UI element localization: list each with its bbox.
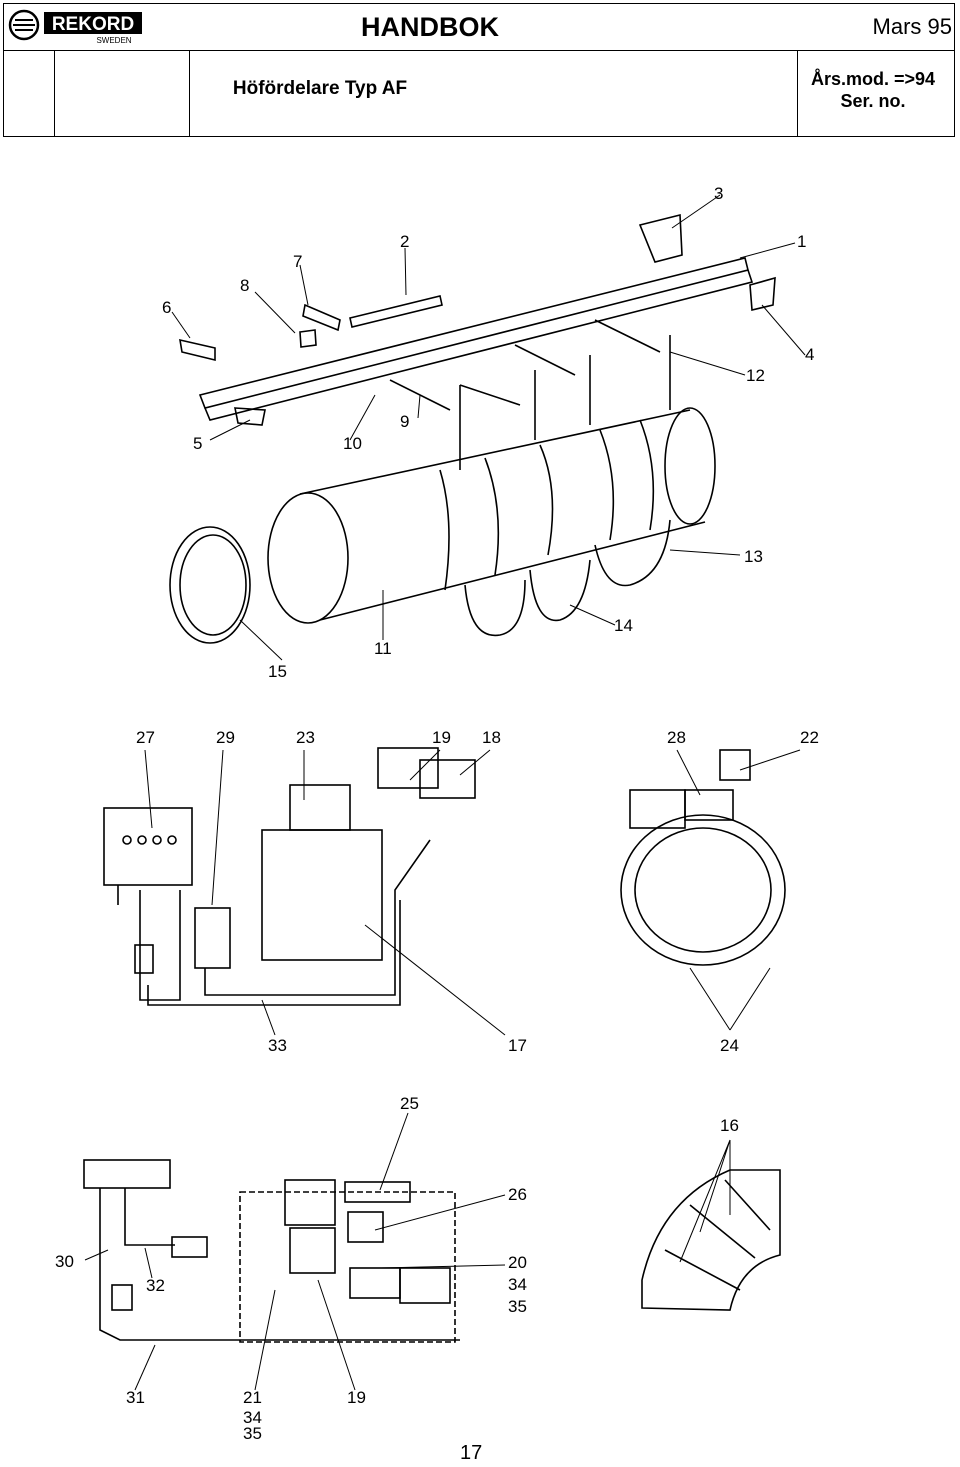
part-label: 2 (400, 232, 410, 251)
part-label: 18 (482, 728, 501, 747)
duct (267, 407, 716, 637)
part-label: 3 (714, 184, 724, 203)
part-label: 35 (243, 1424, 262, 1443)
serial-no: Ser. no. (840, 91, 906, 111)
part-label: 24 (720, 1036, 739, 1055)
part-label: 19 (347, 1388, 366, 1407)
part-label: 20 (508, 1253, 527, 1272)
part-label: 28 (667, 728, 686, 747)
part-label: 23 (296, 728, 315, 747)
model-year: Års.mod. =>94 (810, 69, 936, 89)
part-label: 13 (744, 547, 763, 566)
part-label: 6 (162, 298, 172, 317)
part-label: 22 (800, 728, 819, 747)
motor-wiring-diagram (83, 1159, 781, 1343)
header-column-divider (797, 50, 798, 136)
part-label: 19 (432, 728, 451, 747)
part-label: 34 (508, 1275, 527, 1294)
part-label: 33 (268, 1036, 287, 1055)
part-label: 27 (136, 728, 155, 747)
model-info: Års.mod. =>94 Ser. no. (793, 68, 953, 112)
page-number: 17 (460, 1442, 483, 1464)
part-label: 15 (268, 662, 287, 681)
header-frame (3, 3, 955, 137)
part-label: 26 (508, 1185, 527, 1204)
part-label: 11 (374, 639, 392, 658)
page-title: HANDBOK (361, 12, 499, 42)
part-label: 9 (400, 412, 410, 431)
header-divider (4, 50, 954, 51)
header-column-divider (54, 50, 55, 136)
part-label: 21 (243, 1388, 262, 1407)
part-label: 8 (240, 276, 250, 295)
header-column-divider (189, 50, 190, 136)
clamp-ring (169, 526, 251, 644)
part-label: 7 (293, 252, 303, 271)
part-label: 35 (508, 1297, 527, 1316)
rekord-logo: REKORD SWEDEN (8, 9, 142, 44)
doc-subtitle: Höfördelare Typ AF (232, 78, 408, 99)
rail-assembly (179, 213, 776, 470)
brand-text: REKORD (52, 14, 134, 35)
part-label: 16 (720, 1116, 739, 1135)
part-label: 31 (126, 1388, 145, 1407)
brand-sub-text: SWEDEN (96, 36, 131, 44)
leader-lines (84, 1112, 731, 1391)
part-label: 1 (797, 232, 807, 251)
part-label: 14 (614, 616, 633, 635)
doc-date: Mars 95 (872, 14, 952, 39)
part-label: 34 (243, 1408, 262, 1427)
leader-lines (144, 749, 801, 1036)
part-label: 17 (508, 1036, 527, 1055)
part-label: 10 (343, 434, 362, 453)
part-label: 4 (805, 345, 815, 364)
control-wiring-diagram (103, 747, 786, 1006)
part-label: 12 (746, 366, 765, 385)
part-label: 25 (400, 1094, 419, 1113)
part-label: 5 (193, 434, 203, 453)
part-label: 30 (55, 1252, 74, 1271)
part-label: 32 (146, 1276, 165, 1295)
part-label: 29 (216, 728, 235, 747)
leader-lines (171, 194, 806, 661)
